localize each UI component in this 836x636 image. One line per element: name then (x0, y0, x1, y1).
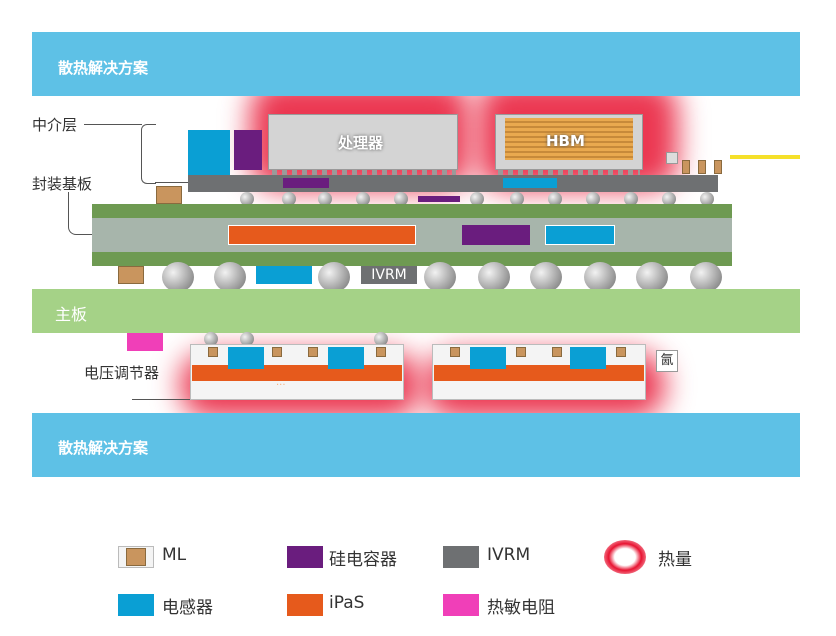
hbm-dies (505, 118, 633, 160)
capacitor-on-interposer (234, 130, 262, 170)
vr-ball (374, 332, 388, 346)
mlcc-under-substrate (118, 266, 144, 284)
c4-bump (394, 192, 408, 206)
substrate-inductor (545, 225, 615, 245)
legend-label-inductor: 电感器 (162, 598, 213, 618)
ivrm-chip: IVRM (361, 266, 417, 284)
bga-ball (478, 262, 510, 292)
vr-left-mlcc (272, 347, 282, 357)
c4-bump (240, 192, 254, 206)
vr-right-inductor-2 (570, 347, 606, 369)
cap-small-2 (682, 160, 690, 174)
vr-left-inductor-1 (228, 347, 264, 369)
interposer-silicon-capacitor (283, 178, 329, 188)
substrate-top-capacitor (418, 196, 460, 202)
c4-bump (510, 192, 524, 206)
micro-bump-row-processor (272, 169, 456, 175)
inductor-on-interposer (188, 130, 230, 175)
vr-ball (240, 332, 254, 346)
bga-ball (636, 262, 668, 292)
legend-swatch-inductor (118, 594, 154, 616)
bga-ball (424, 262, 456, 292)
c4-bump (700, 192, 714, 206)
bga-ball (162, 262, 194, 292)
legend-label-heat: 热量 (658, 550, 692, 570)
vr-left-inductor-2 (328, 347, 364, 369)
cap-small-3 (698, 160, 706, 174)
processor-chip (268, 114, 458, 170)
interposer-leader-line-curve (141, 124, 156, 184)
cooling-band-bottom (32, 413, 800, 477)
legend-label-ivrm: IVRM (487, 545, 531, 565)
vr-left-mlcc (376, 347, 386, 357)
cap-small-1 (666, 152, 678, 164)
cooling-band-top-label: 散热解决方案 (58, 59, 149, 77)
legend-label-thermistor: 热敏电阻 (487, 598, 555, 618)
vr-right-mlcc (552, 347, 562, 357)
vr-right-mlcc (616, 347, 626, 357)
thermistor (127, 333, 163, 351)
motherboard (32, 289, 800, 333)
interposer-inductor (503, 178, 557, 188)
legend-swatch-ipas (287, 594, 323, 616)
c4-bump (624, 192, 638, 206)
micro-bump-row-hbm (498, 169, 640, 175)
yellow-signal-line (730, 155, 800, 159)
interposer-leader-line-end (155, 182, 205, 183)
legend-swatch-ivrm (443, 546, 479, 568)
legend-label-ipas: iPaS (329, 593, 365, 613)
bga-ball (214, 262, 246, 292)
c4-bump (318, 192, 332, 206)
vr-left-ipas (192, 365, 402, 381)
c4-bump (282, 192, 296, 206)
legend-swatch-mlcc-inner (126, 548, 146, 566)
motherboard-label: 主板 (55, 305, 88, 324)
c4-bump (548, 192, 562, 206)
bga-ball (690, 262, 722, 292)
bga-ball (318, 262, 350, 292)
cooling-band-bottom-label: 散热解决方案 (58, 439, 149, 457)
legend-swatch-silicon-capacitor (287, 546, 323, 568)
c4-bump (470, 192, 484, 206)
vr-leader-line (132, 399, 192, 400)
substrate-leader-line (68, 192, 107, 235)
interposer-leader-line (84, 124, 142, 125)
vr-callout: 电压调节器 (84, 364, 160, 382)
interposer-callout: 中介层 (32, 116, 78, 134)
vr-left-mlcc (308, 347, 318, 357)
bga-ball (584, 262, 616, 292)
cap-small-4 (714, 160, 722, 174)
legend-swatch-heat (604, 540, 646, 574)
mlcc-on-substrate (156, 186, 182, 204)
hbm-label: HBM (546, 132, 585, 150)
vr-ball (204, 332, 218, 346)
interposer (188, 175, 718, 192)
vr-left-faded-text: ... (276, 377, 286, 388)
cooling-band-top (32, 32, 800, 96)
processor-label: 处理器 (338, 134, 384, 152)
legend-label-mlcc: ML (162, 545, 187, 565)
vr-right-mlcc (516, 347, 526, 357)
legend-swatch-thermistor (443, 594, 479, 616)
vr-left-mlcc (208, 347, 218, 357)
vr-right-inductor-1 (470, 347, 506, 369)
substrate-callout: 封装基板 (32, 175, 93, 193)
legend-label-silicon-capacitor: 硅电容器 (329, 550, 397, 570)
substrate-silicon-capacitor (462, 225, 530, 245)
small-glyph-icon: 氤 (656, 350, 678, 372)
c4-bump (356, 192, 370, 206)
substrate-ipas (228, 225, 416, 245)
vr-right-mlcc (450, 347, 460, 357)
vr-right-ipas (434, 365, 644, 381)
bga-ball (530, 262, 562, 292)
inductor-under-substrate (256, 266, 312, 284)
c4-bump (662, 192, 676, 206)
c4-bump (586, 192, 600, 206)
